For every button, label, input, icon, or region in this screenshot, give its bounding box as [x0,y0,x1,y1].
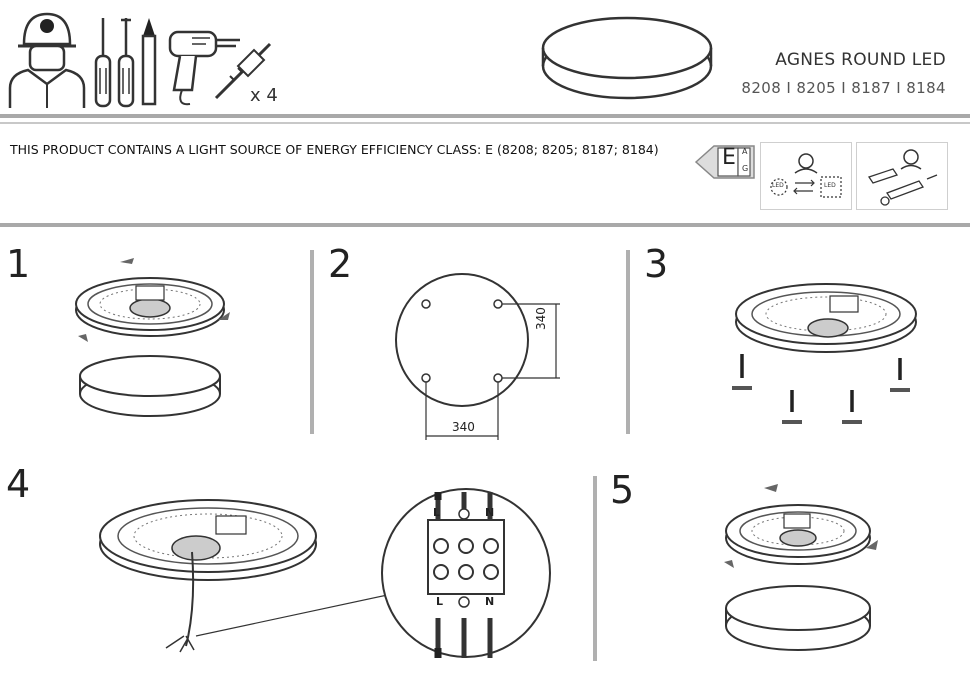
step-number-1: 1 [6,242,31,286]
header-rule-thin [0,122,970,124]
replaceable-driver-badge [856,142,948,210]
terminal-label-l-bottom: L [436,595,444,608]
terminal-label-n-top: N [485,506,495,519]
replaceable-led-badge [760,142,852,210]
dimension-vertical: 340 [534,307,548,330]
step-1-illustration [75,258,230,417]
screw-anchor-icon [214,42,272,100]
energy-scale-bottom: G [742,164,749,173]
step-divider [626,250,630,434]
energy-class-notice: THIS PRODUCT CONTAINS A LIGHT SOURCE OF … [10,142,659,157]
ceiling-lamp-image [541,16,713,100]
header-rule [0,114,970,118]
step-number-2: 2 [328,242,353,286]
step-4-illustration [99,499,393,653]
step-number-4: 4 [6,462,31,506]
led-label-left: LED [772,182,784,189]
dimension-horizontal: 340 [452,420,475,434]
installer-icon [8,12,86,108]
product-codes: 8208 I 8205 I 8187 I 8184 [741,79,946,97]
screwdriver-icon [94,18,112,108]
wiring-terminal-detail [381,488,551,658]
energy-rule [0,223,970,227]
drill-icon [168,30,240,106]
step-3-illustration [732,283,917,424]
led-label-right: LED [824,182,836,189]
step-number-5: 5 [610,468,635,512]
terminal-label-l-top: L [433,506,441,519]
pencil-icon [141,18,157,106]
energy-class-letter: E [722,145,736,170]
step-divider [593,476,597,661]
step-2-mounting-template [395,273,560,440]
step-5-illustration [724,484,878,651]
screwdriver-icon [117,18,135,108]
terminal-label-n-bottom: N [485,595,495,608]
energy-label-icon [694,145,755,179]
step-divider [310,250,314,434]
screw-count: x 4 [250,85,278,106]
product-title: AGNES ROUND LED [775,50,946,70]
energy-scale-top: A [742,147,748,156]
step-number-3: 3 [644,242,669,286]
